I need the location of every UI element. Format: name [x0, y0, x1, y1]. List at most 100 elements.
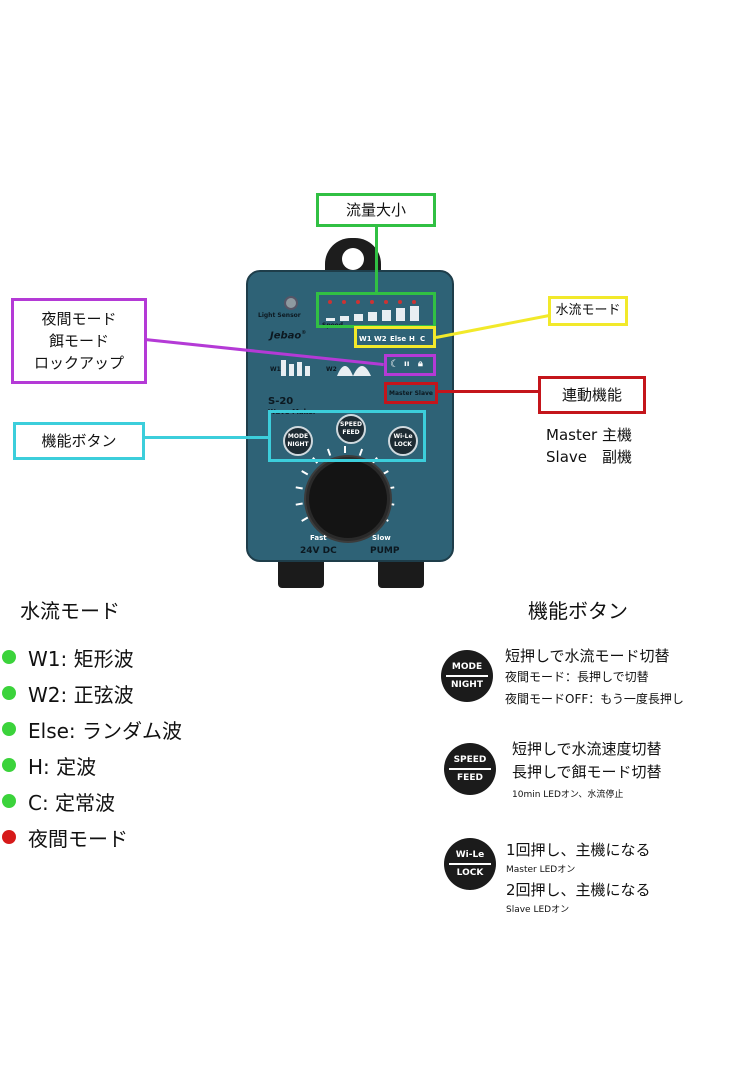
master-slave-indicator: Master Slave — [385, 384, 437, 402]
speed-feed-icon: SPEED FEED — [444, 743, 496, 795]
green-dot-icon — [2, 758, 16, 772]
wile-text: Wi-Le — [393, 433, 413, 440]
hanger-hole — [342, 248, 364, 270]
link-highlight — [384, 382, 438, 404]
link-connector — [436, 390, 540, 393]
mode-text: Else: ランダム波 — [28, 718, 183, 743]
speed-led — [356, 300, 360, 304]
mode-text: MODE — [287, 433, 309, 440]
mode-text: 夜間モード — [28, 826, 128, 851]
feed-text: FEED — [342, 429, 360, 436]
function-buttons-callout: 機能ボタン — [13, 422, 145, 460]
pump-label: PUMP — [370, 546, 400, 556]
light-sensor-icon — [284, 296, 298, 310]
speed-led — [370, 300, 374, 304]
green-dot-icon — [2, 650, 16, 664]
sine-wave-icon — [337, 366, 371, 376]
square-wave-icon — [281, 360, 310, 376]
list-item: 夜間モード — [2, 821, 182, 853]
list-item: C: 定常波 — [2, 785, 182, 817]
night-highlight — [384, 354, 436, 376]
red-dot-icon — [2, 830, 16, 844]
speed-bar — [396, 308, 405, 321]
mode-text: H: 定波 — [28, 754, 97, 779]
brand-logo: Jebao® — [270, 330, 307, 342]
list-item: W2: 正弦波 — [2, 677, 182, 709]
knob-scale — [294, 446, 396, 546]
speed-bar — [410, 306, 419, 321]
speed-bar — [368, 312, 377, 321]
speed-bar — [354, 314, 363, 321]
icon-top-text: Wi-Le — [455, 850, 485, 860]
speed-desc-2: 長押しで餌モード切替 — [512, 763, 662, 781]
speed-led — [342, 300, 346, 304]
mode-label-c: C — [420, 335, 426, 343]
speed-led — [398, 300, 402, 304]
speed-highlight — [316, 292, 436, 328]
wile-desc-3: 2回押し、主機になる — [506, 881, 651, 899]
icon-bottom-text: LOCK — [456, 868, 484, 878]
mode-desc-2: 夜間モード：長押しで切替 — [505, 670, 649, 684]
flow-mode-callout: 水流モード — [548, 296, 628, 326]
list-item: Else: ランダム波 — [2, 713, 182, 745]
master-slave-label: Master Slave — [389, 390, 433, 397]
speed-led — [328, 300, 332, 304]
scale-tick — [301, 516, 309, 522]
speed-bar — [326, 318, 335, 321]
mode-label-w1: W1 — [359, 335, 372, 343]
mode-text: W1: 矩形波 — [28, 646, 134, 671]
scale-tick — [295, 502, 303, 506]
list-item: H: 定波 — [2, 749, 182, 781]
scale-tick — [301, 470, 309, 476]
feed-icon: ıı — [404, 359, 410, 368]
icon-bottom-text: NIGHT — [451, 680, 483, 690]
wave-w1-label: W1 — [270, 366, 281, 373]
scale-tick — [344, 446, 346, 453]
master-line: Master 主機 — [546, 426, 632, 444]
speed-desc-3: 10min LEDオン、水流停止 — [512, 790, 624, 800]
link-callout: 連動機能 — [538, 376, 646, 414]
fast-label: Fast — [310, 534, 327, 542]
mode-text: C: 定常波 — [28, 790, 116, 815]
mode-desc-3: 夜間モードOFF：もう一度長押し — [505, 692, 684, 706]
icon-top-text: MODE — [451, 662, 483, 672]
model-label: S-20 — [268, 396, 294, 407]
icon-bottom-text: FEED — [457, 773, 483, 783]
icon-top-text: SPEED — [453, 755, 487, 765]
light-sensor-label: Light Sensor — [258, 312, 301, 319]
speed-bar-group — [322, 296, 432, 324]
night-feed-lock-callout: 夜間モード 餌モード ロックアップ — [11, 298, 147, 384]
lock-icon: 🔒︎ — [418, 359, 423, 369]
mode-label-h: H — [409, 335, 415, 343]
functions-title: 機能ボタン — [528, 599, 628, 623]
buttons-highlight — [268, 410, 426, 462]
speed-text: SPEED — [340, 421, 362, 428]
night-feed-lock-indicators: ☾ ıı 🔒︎ — [386, 356, 432, 374]
wile-desc-1: 1回押し、主機になる — [506, 841, 651, 859]
wave-w2-label: W2 — [326, 366, 337, 373]
flow-modes-title: 水流モード — [20, 599, 120, 623]
green-dot-icon — [2, 686, 16, 700]
voltage-label: 24V DC — [300, 546, 337, 556]
mode-indicator-row: W1 W2 Else H C — [355, 326, 435, 346]
mode-text: W2: 正弦波 — [28, 682, 134, 707]
speed-bar — [382, 310, 391, 321]
night-text: NIGHT — [287, 441, 309, 448]
function-connector — [143, 436, 268, 439]
wile-desc-4: Slave LEDオン — [506, 905, 570, 915]
mode-label-else: Else — [390, 335, 407, 343]
speed-led — [384, 300, 388, 304]
mode-highlight — [354, 326, 436, 348]
green-dot-icon — [2, 722, 16, 736]
flow-size-callout: 流量大小 — [316, 193, 436, 227]
lock-text: LOCK — [394, 441, 412, 448]
moon-icon: ☾ — [390, 359, 399, 370]
speed-desc-1: 短押しで水流速度切替 — [512, 740, 662, 758]
flow-size-connector — [375, 224, 378, 294]
speed-knob[interactable] — [306, 457, 390, 541]
flow-modes-list: W1: 矩形波 W2: 正弦波 Else: ランダム波 H: 定波 C: 定常波… — [2, 641, 182, 853]
